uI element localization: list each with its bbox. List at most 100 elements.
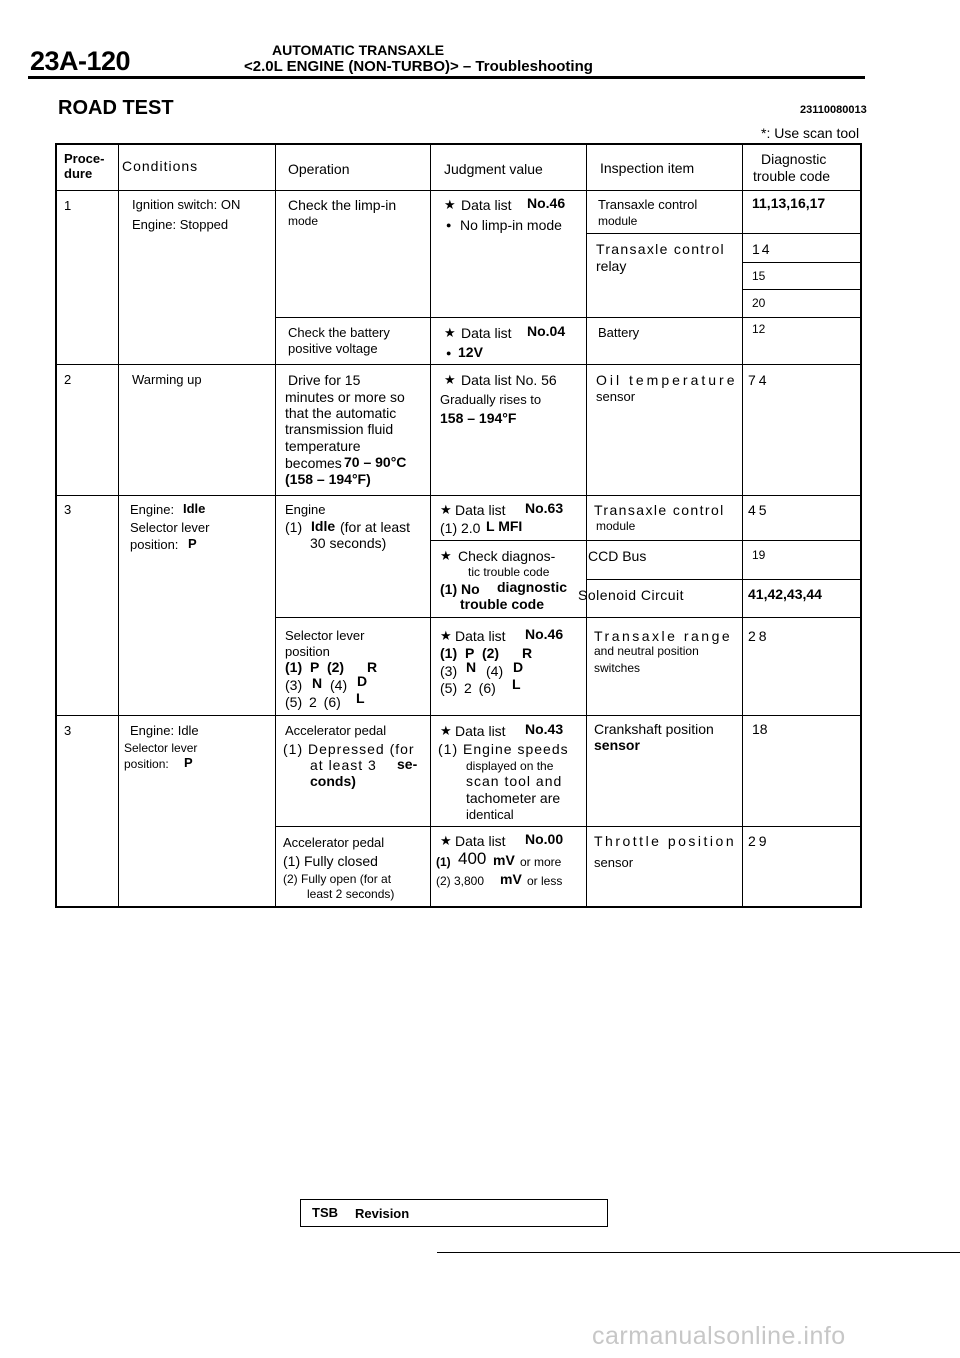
operation-text: se- <box>397 756 418 772</box>
data-list-number: No.00 <box>525 831 564 847</box>
operation-text: at least 3 <box>310 757 377 773</box>
operation-text: 30 seconds) <box>310 535 387 551</box>
operation-text: Check the battery <box>288 325 390 340</box>
revision-label: Revision <box>355 1206 410 1221</box>
data-list-number: No.63 <box>525 500 564 516</box>
inspection-text: Transaxle control <box>598 197 698 212</box>
dtc-value: 28 <box>748 628 770 644</box>
judgment-text: scan tool and <box>466 773 563 789</box>
dtc-value: 29 <box>748 833 770 849</box>
condition-text: Selector lever <box>130 520 210 535</box>
operation-text: that the automatic <box>285 405 397 421</box>
star-icon: ★ <box>440 723 452 738</box>
bullet-icon: ● <box>446 220 452 230</box>
operation-text: Drive for 15 <box>288 372 361 388</box>
judgment-text: (1) Engine speeds <box>438 741 569 757</box>
operation-value: R <box>367 659 378 675</box>
operation-text: (2) Fully open (for at <box>283 872 392 886</box>
star-icon: ★ <box>440 628 452 643</box>
condition-text: Engine: <box>130 502 175 517</box>
judgment-value: trouble code <box>460 596 545 612</box>
operation-text: (4) <box>330 677 348 693</box>
judgment-text: No limp-in mode <box>460 217 562 233</box>
inspection-text: Transaxle control <box>596 241 725 257</box>
operation-text: temperature <box>285 438 361 454</box>
procedure-number: 1 <box>64 198 72 213</box>
judgment-text: or less <box>527 874 563 888</box>
section-title: ROAD TEST <box>58 97 174 119</box>
judgment-text: Data list <box>455 723 506 739</box>
judgment-text: displayed on the <box>466 759 554 773</box>
inspection-text: sensor <box>596 389 636 404</box>
star-icon: ★ <box>444 197 456 212</box>
inspection-text: module <box>596 519 636 533</box>
condition-text: Engine: Stopped <box>132 217 229 232</box>
judgment-value: (1) <box>436 855 451 869</box>
inspection-text: Oil temperature <box>596 372 738 388</box>
judgment-value: 12V <box>458 344 483 360</box>
judgment-text: (2) 3,800 <box>436 874 485 888</box>
star-icon: ★ <box>444 372 456 387</box>
operation-text: Accelerator pedal <box>283 835 385 850</box>
operation-text: Check the limp-in <box>288 197 397 213</box>
inspection-text: and neutral position <box>594 644 699 658</box>
dtc-value: 45 <box>748 502 770 518</box>
scan-tool-note: *: Use scan tool <box>761 125 860 141</box>
judgment-value: D <box>513 659 524 675</box>
judgment-value: mV <box>493 852 515 868</box>
operation-text: Selector lever <box>285 628 365 643</box>
dtc-value: 11,13,16,17 <box>752 195 826 211</box>
judgment-text: Data list <box>455 502 506 518</box>
data-list-number: No.04 <box>527 323 566 339</box>
col-header-inspection: Inspection item <box>600 160 695 176</box>
judgment-value: L MFI <box>486 518 523 534</box>
footer-rule <box>437 1252 960 1253</box>
operation-text: transmission fluid <box>285 421 394 437</box>
condition-text: Warming up <box>132 372 202 387</box>
operation-text: (1) Depressed (for <box>283 741 415 757</box>
judgment-text: tic trouble code <box>468 565 550 579</box>
data-list-number: No.46 <box>525 626 564 642</box>
judgment-text: Data list <box>461 325 512 341</box>
dtc-value: 20 <box>752 296 766 310</box>
operation-value: L <box>356 690 365 706</box>
judgment-text: Data list <box>455 628 506 644</box>
header-title-line1: AUTOMATIC TRANSAXLE <box>272 42 445 58</box>
judgment-text: Data list <box>455 833 506 849</box>
condition-value: Idle <box>183 501 206 516</box>
inspection-text: Transaxle range <box>594 628 733 644</box>
judgment-value: (1) P (2) <box>440 645 500 661</box>
inspection-text: module <box>598 214 638 228</box>
judgment-text: tachometer are <box>466 790 561 806</box>
dtc-value: 18 <box>752 721 768 737</box>
col-header-dtc-2: trouble code <box>753 168 831 184</box>
inspection-text: sensor <box>594 737 640 753</box>
judgment-value: 158 – 194°F <box>440 410 517 426</box>
star-icon: ★ <box>444 325 456 340</box>
watermark: carmanualsonline.info <box>592 1322 846 1350</box>
judgment-value: 400 <box>458 849 487 868</box>
inspection-text: Throttle position <box>594 833 737 849</box>
operation-text: positive voltage <box>288 341 378 356</box>
data-list-number: No.43 <box>525 721 564 737</box>
dtc-value: 14 <box>752 241 772 257</box>
judgment-text: Check diagnos- <box>458 548 556 564</box>
judgment-text: identical <box>466 807 514 822</box>
judgment-text: or more <box>520 855 562 869</box>
judgment-text: (1) 2.0 <box>440 520 481 536</box>
inspection-text: sensor <box>594 855 634 870</box>
operation-value: N <box>312 675 323 691</box>
operation-value: Idle <box>311 518 336 534</box>
inspection-text: Transaxle control <box>594 502 725 518</box>
judgment-text: Data list No. 56 <box>461 372 557 388</box>
procedure-number: 3 <box>64 502 72 517</box>
inspection-text: Solenoid Circuit <box>578 587 685 603</box>
bullet-icon: ● <box>446 348 452 358</box>
data-list-number: No.46 <box>527 195 566 211</box>
inspection-text: Battery <box>598 325 640 340</box>
col-header-judgment: Judgment value <box>444 161 543 177</box>
judgment-value: R <box>522 645 533 661</box>
operation-text: (5) 2 (6) <box>285 694 341 710</box>
section-code: 23110080013 <box>800 104 867 116</box>
dtc-value: 15 <box>752 269 766 283</box>
